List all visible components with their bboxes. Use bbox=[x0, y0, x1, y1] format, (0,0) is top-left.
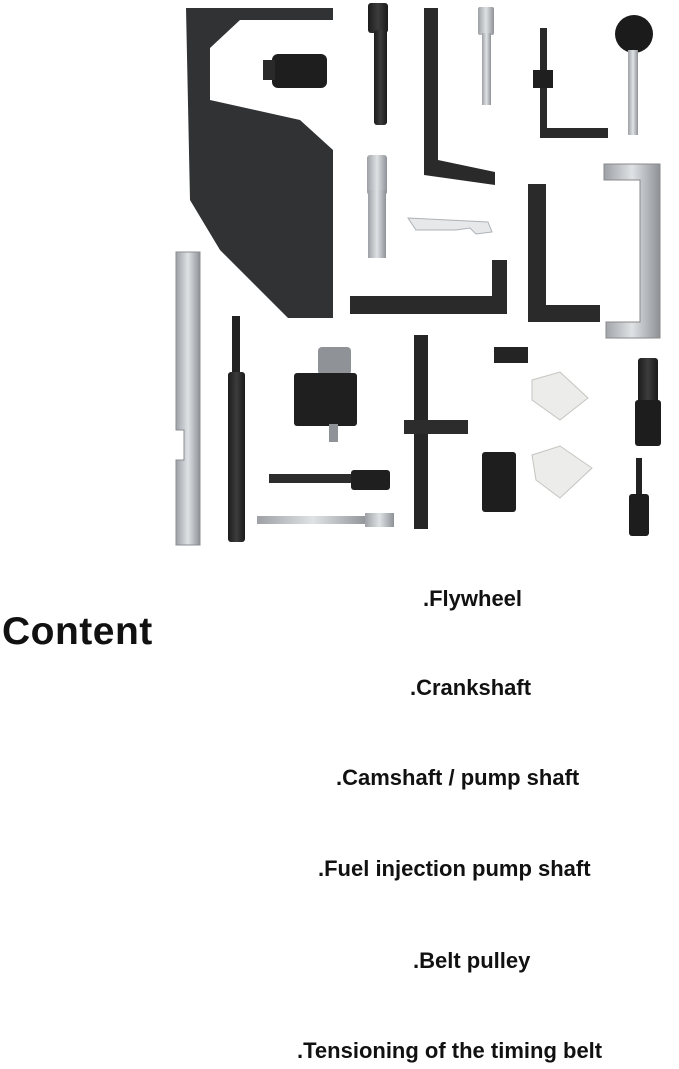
steel-strip bbox=[175, 251, 201, 546]
silver-pin-2 bbox=[367, 155, 387, 258]
l-rod-1 bbox=[424, 8, 495, 185]
content-item-crankshaft: .Crankshaft bbox=[410, 675, 532, 700]
locking-plate bbox=[186, 8, 333, 318]
plate-pin bbox=[263, 54, 327, 88]
content-item-fuel-pump: .Fuel injection pump shaft bbox=[318, 856, 591, 881]
content-item-camshaft: .Camshaft / pump shaft bbox=[336, 765, 580, 790]
gaskets bbox=[531, 371, 593, 499]
pin-1 bbox=[368, 3, 388, 125]
clip bbox=[407, 217, 493, 235]
l-bar-2 bbox=[350, 260, 507, 314]
silver-pin-1 bbox=[478, 7, 494, 105]
content-item-timing-belt: .Tensioning of the timing belt bbox=[297, 1038, 603, 1063]
knurled-tool bbox=[294, 347, 357, 442]
steel-bracket bbox=[603, 163, 661, 339]
t-tool bbox=[404, 335, 468, 529]
dark-bolt bbox=[269, 470, 390, 490]
small-block bbox=[494, 347, 528, 363]
tool-kit-photo bbox=[175, 3, 661, 546]
l-bar-3 bbox=[528, 184, 600, 322]
silver-bolt bbox=[257, 513, 394, 527]
black-block bbox=[482, 452, 516, 512]
content-item-belt-pulley: .Belt pulley bbox=[413, 948, 531, 973]
content-item-flywheel: .Flywheel bbox=[423, 586, 523, 611]
pin-right-2 bbox=[629, 458, 649, 536]
pin-right-1 bbox=[635, 358, 661, 446]
l-pin-nut bbox=[533, 28, 608, 138]
content-heading: Content bbox=[2, 610, 153, 653]
ball-pin bbox=[615, 15, 653, 135]
long-rod bbox=[228, 316, 245, 542]
